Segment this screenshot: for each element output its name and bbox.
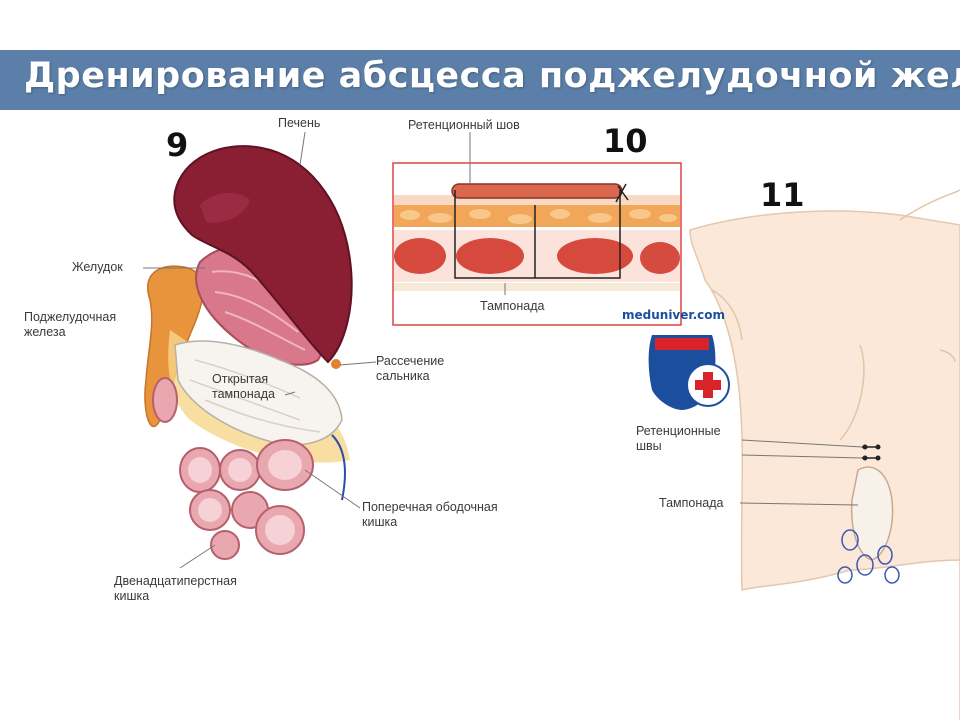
retention-suture-thread: [454, 190, 621, 279]
panel-11-leader-lines: [739, 439, 863, 506]
panel-11-illustration: [689, 189, 960, 720]
torso-contours: [711, 189, 960, 441]
suture-knot: [615, 183, 629, 203]
panel-9-illustration: [143, 131, 377, 569]
drain-coils: [837, 529, 900, 584]
incision-tamponade: [850, 466, 894, 561]
muscle-bundles: [394, 238, 680, 274]
label-tamponade-10: Тампонада: [480, 299, 545, 313]
gauze-folds: [189, 359, 321, 433]
label-pancreas: Поджелудочная железа: [24, 310, 117, 339]
liver-lobe-fold: [200, 192, 250, 223]
omentum-knot: [331, 359, 341, 369]
label-retention-suture: Ретенционный шов: [408, 118, 520, 132]
torso-skin: [689, 210, 960, 720]
panel-10-number: 10: [603, 122, 648, 160]
panel-10-leader-lines: [469, 132, 506, 295]
retention-suture-bolster: [451, 183, 623, 199]
panel-11-number: 11: [760, 176, 805, 214]
label-stomach: Желудок: [72, 260, 123, 274]
panel-9-number: 9: [166, 126, 189, 164]
label-liver: Печень: [278, 116, 321, 130]
label-retention-sutures: Ретенционные швы: [636, 424, 721, 453]
panel-9-leader-lines: [143, 131, 377, 569]
panel-10-illustration: [392, 132, 682, 326]
suture-threads-11: [862, 446, 880, 459]
label-tamponade-11: Тампонада: [659, 496, 724, 510]
label-duodenum: Двенадцатиперстная кишка: [114, 574, 237, 603]
fat-globules: [400, 209, 677, 224]
title-bar: Дренирование абсцесса поджелудочной желе…: [0, 50, 960, 110]
label-transverse-colon: Поперечная ободочная кишка: [362, 500, 498, 529]
medical-cross-shield-icon: [648, 335, 730, 410]
skin-layer: [394, 195, 680, 205]
drain-tube: [331, 434, 346, 501]
page-title: Дренирование абсцесса поджелудочной желе…: [24, 56, 960, 96]
label-open-tamponade: Открытая тампонада: [212, 372, 275, 401]
watermark-text: meduniver.com: [622, 308, 726, 322]
label-omentum-dissection: Рассечение сальника: [376, 354, 445, 383]
fascia-layer: [394, 283, 680, 291]
bowel-loops-inner: [188, 450, 302, 545]
